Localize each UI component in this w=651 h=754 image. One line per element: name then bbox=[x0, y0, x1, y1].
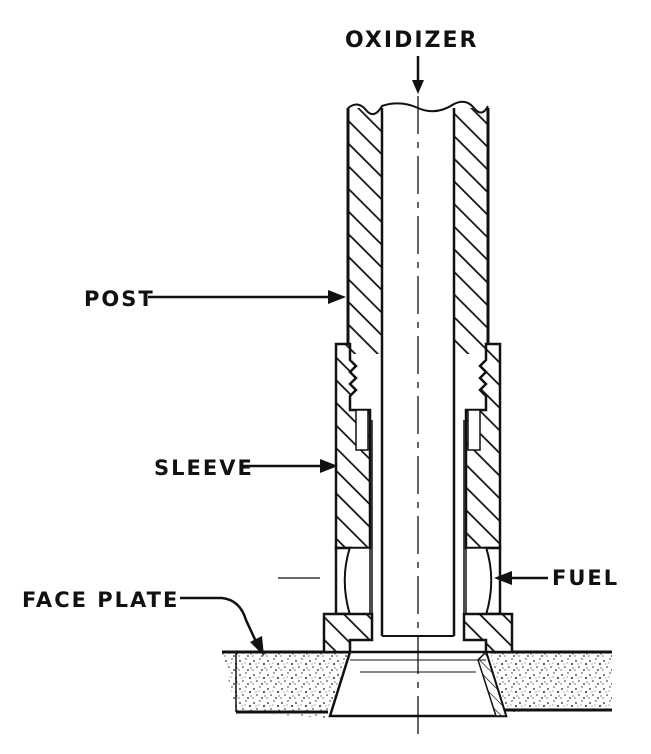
post-label: POST bbox=[84, 287, 155, 311]
sleeve bbox=[322, 342, 514, 654]
face-plate-label: FACE PLATE bbox=[22, 588, 180, 612]
sleeve-label: SLEEVE bbox=[154, 456, 254, 480]
sleeve-leader bbox=[240, 459, 338, 473]
oxidizer-arrow bbox=[412, 56, 424, 94]
face-plate-leader bbox=[180, 596, 264, 656]
oxidizer-label: OXIDIZER bbox=[345, 28, 479, 53]
face-plate bbox=[222, 650, 612, 718]
post-leader bbox=[148, 290, 346, 304]
fuel-label: FUEL bbox=[552, 566, 620, 590]
post bbox=[346, 100, 490, 400]
fuel-arrow bbox=[494, 571, 548, 585]
